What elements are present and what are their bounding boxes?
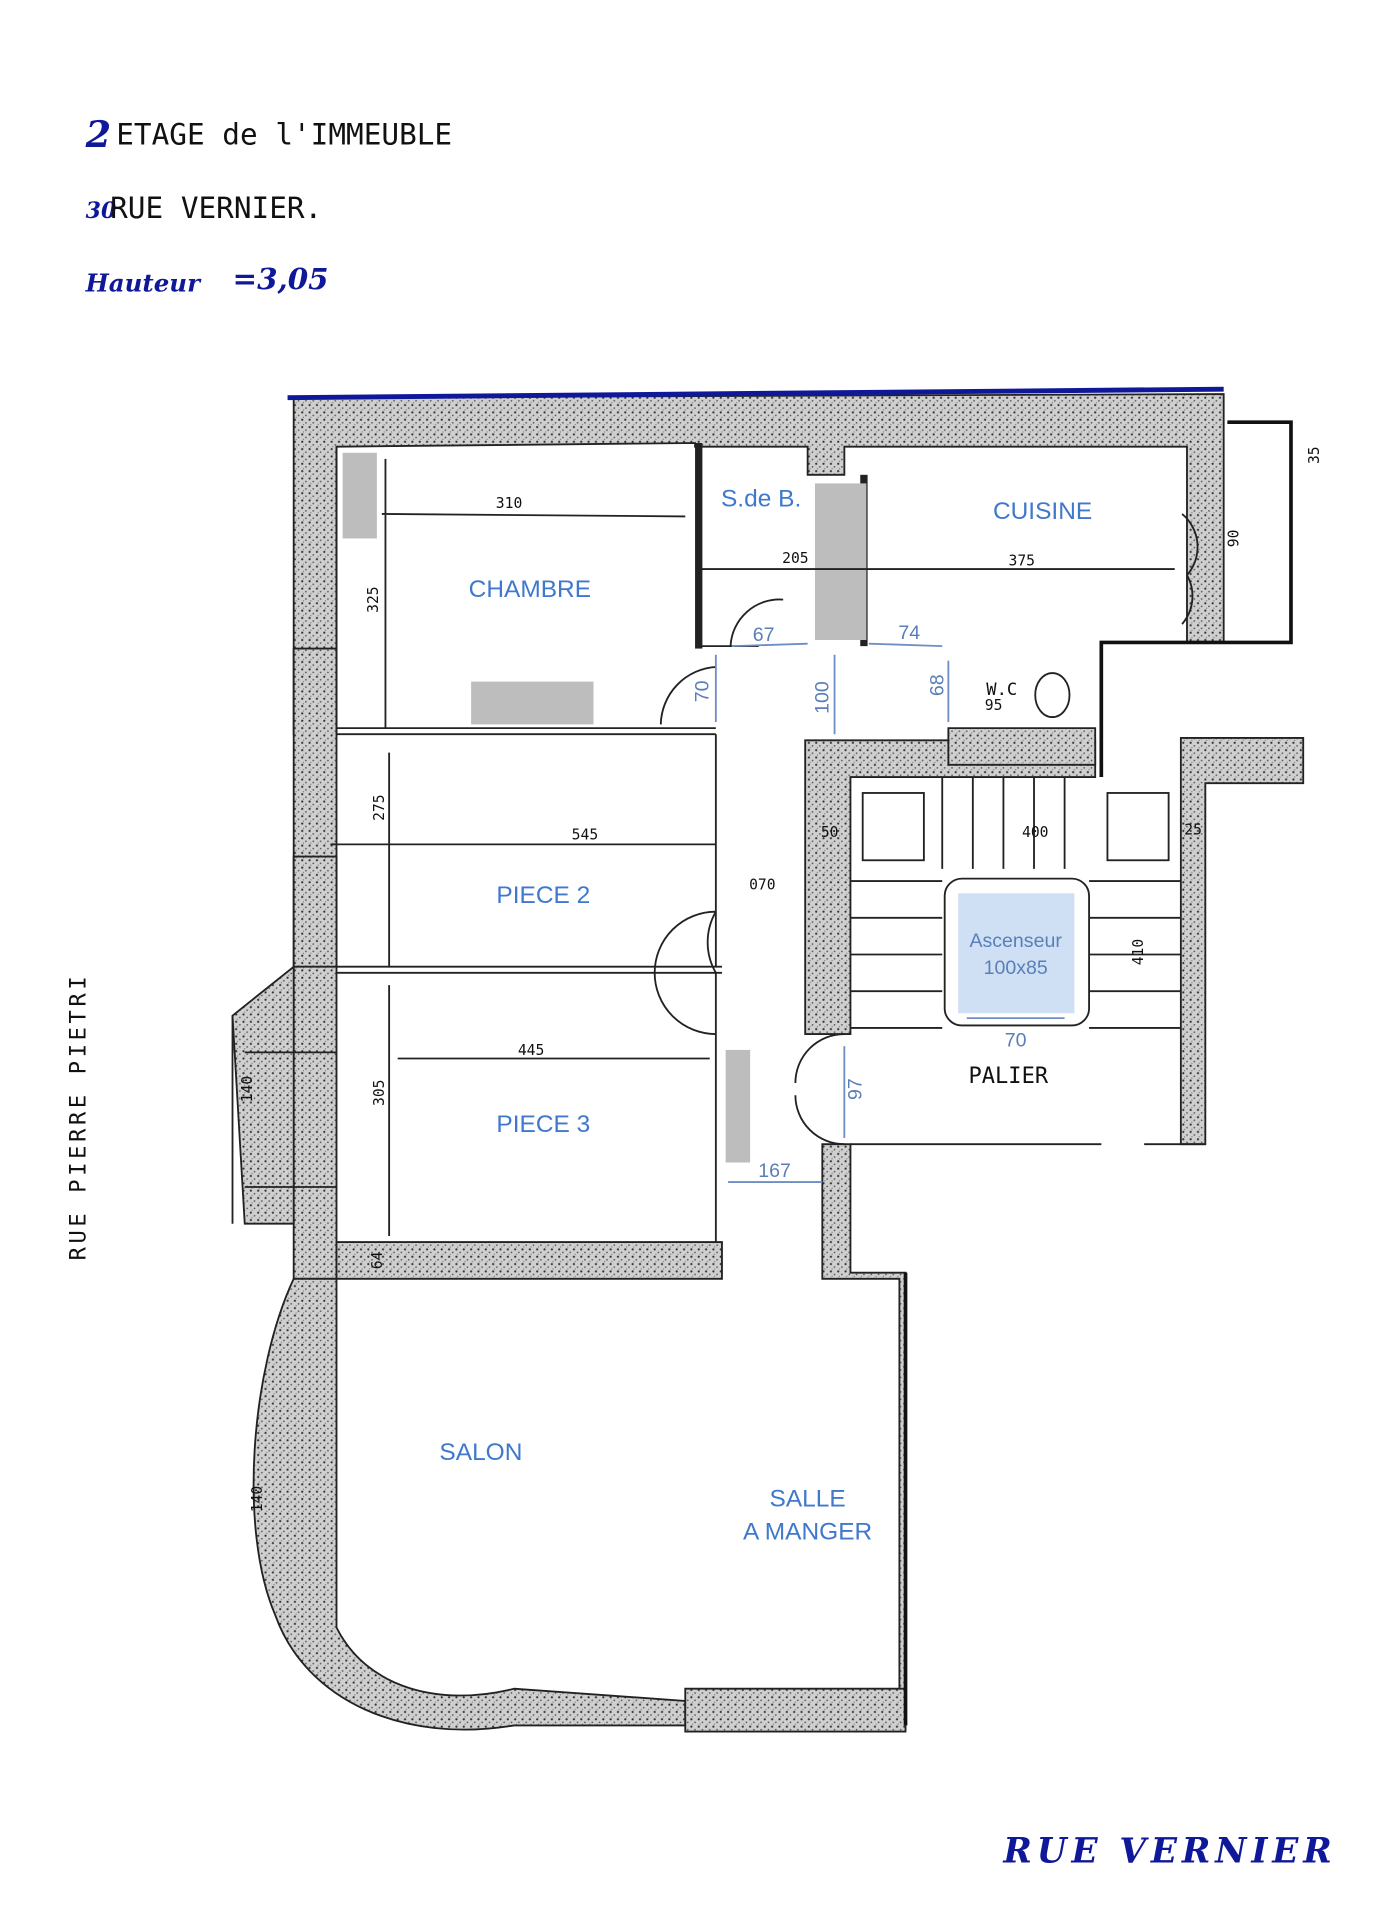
dim-50: 50 — [821, 824, 839, 841]
elevator-size: 100x85 — [984, 957, 1048, 979]
dim-140: 140 — [239, 1076, 256, 1102]
room-piece-3: PIECE 3 — [496, 1111, 590, 1138]
room-salon: SALON — [439, 1439, 522, 1466]
dim-275: 275 — [371, 794, 388, 821]
dim-140-salon: 140 — [249, 1486, 266, 1513]
street-bottom: RUE VERNIER — [1002, 1831, 1336, 1871]
dim-410: 410 — [1130, 939, 1147, 965]
street-number: 30 — [86, 198, 117, 224]
room-wc: W.C — [986, 680, 1017, 700]
height-value: =3,05 — [233, 261, 329, 296]
floor-number: 2 — [85, 113, 112, 156]
title-line-1: ETAGE de l'IMMEUBLE — [116, 117, 452, 151]
dim-545: 545 — [572, 826, 599, 843]
dim-74: 74 — [898, 622, 920, 644]
dim-70-elevator: 70 — [1005, 1029, 1027, 1051]
dim-70: 70 — [692, 680, 714, 702]
street-left: RUE PIERRE PIETRI — [67, 973, 92, 1261]
dim-070: 070 — [749, 877, 775, 894]
dim-67: 67 — [753, 624, 775, 646]
fixed-furniture — [342, 452, 867, 1163]
room-chambre: CHAMBRE — [469, 576, 591, 603]
room-salle-line2: A MANGER — [743, 1518, 872, 1545]
elevator-shaft — [958, 893, 1075, 1014]
dim-305: 305 — [371, 1080, 388, 1107]
dim-310: 310 — [496, 495, 523, 512]
dim-205: 205 — [782, 550, 809, 567]
dimensions-blue: 67 74 70 100 68 167 97 70 — [692, 622, 1027, 1182]
elevator-label: Ascenseur — [969, 930, 1062, 952]
dimensions-black: 310 325 205 375 95 275 545 070 445 305 1… — [239, 446, 1323, 1512]
walls — [231, 393, 1305, 1733]
dim-100: 100 — [811, 681, 833, 714]
dim-25: 25 — [1184, 822, 1202, 839]
dim-325: 325 — [365, 586, 382, 613]
dim-64: 64 — [369, 1251, 386, 1269]
title-line-2: RUE VERNIER. — [110, 191, 322, 225]
dim-35: 35 — [1306, 446, 1323, 464]
room-cuisine: CUISINE — [993, 498, 1092, 525]
dim-400: 400 — [1022, 824, 1048, 841]
dim-445: 445 — [518, 1042, 545, 1059]
staircase — [850, 777, 1206, 1146]
dim-90: 90 — [1225, 530, 1242, 548]
dim-97: 97 — [844, 1078, 866, 1100]
room-labels: CHAMBRE S.de B. CUISINE W.C PIECE 2 PIEC… — [439, 486, 1092, 1546]
height-label: Hauteur — [85, 268, 202, 297]
room-piece-2: PIECE 2 — [496, 882, 590, 909]
room-palier: PALIER — [969, 1064, 1049, 1089]
toilet-icon — [1034, 672, 1071, 719]
room-salle-line1: SALLE — [770, 1485, 846, 1512]
title-block: 2 ETAGE de l'IMMEUBLE 30 RUE VERNIER. Ha… — [85, 113, 452, 297]
dim-167: 167 — [758, 1160, 791, 1182]
room-sdb: S.de B. — [721, 486, 801, 513]
partitions — [231, 442, 1199, 1243]
dim-95: 95 — [985, 697, 1003, 714]
dim-68: 68 — [926, 674, 948, 696]
dim-375: 375 — [1009, 552, 1036, 569]
